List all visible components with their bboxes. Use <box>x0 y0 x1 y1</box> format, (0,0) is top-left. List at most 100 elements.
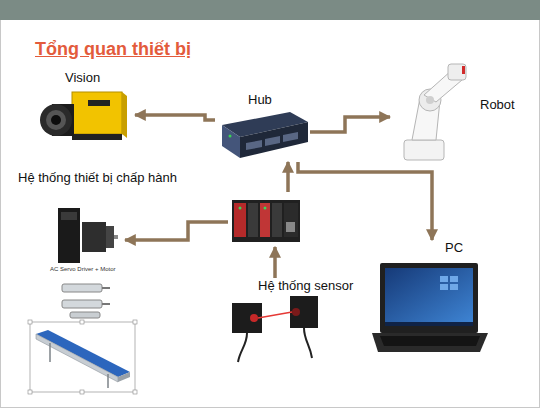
slide-frame-part <box>0 0 540 20</box>
node-label: Robot <box>480 97 515 113</box>
node-label: Hub <box>248 92 272 108</box>
servo-icon-part <box>106 226 114 248</box>
plc-icon-part <box>286 222 295 232</box>
conveyor-icon-part <box>80 320 84 324</box>
cylinder-icon-part <box>70 312 100 318</box>
sensor-icon-part <box>232 303 262 333</box>
conveyor-icon-part <box>49 343 51 362</box>
caption-label: AC Servo Driver + Motor <box>50 265 116 273</box>
sensor-icon-part <box>258 312 292 318</box>
conveyor-icon-part <box>28 320 32 324</box>
conveyor-icon-part <box>133 390 137 394</box>
laptop-icon-part <box>440 284 448 290</box>
plc-icon <box>232 200 300 242</box>
servo-icon <box>58 208 118 263</box>
cylinder-icon-part <box>62 300 102 308</box>
camera-icon-part <box>122 92 127 138</box>
robot-arm-icon-part <box>448 64 466 80</box>
conveyor-icon-part <box>36 330 130 377</box>
conveyor-icon-part <box>30 322 135 392</box>
plc-icon-part <box>248 203 258 237</box>
node-label: Vision <box>65 70 100 86</box>
conveyor-icon-part <box>133 320 137 324</box>
cylinder-icon-part <box>62 284 102 292</box>
hub-icon <box>222 112 308 158</box>
robot-arm-icon-part <box>462 66 465 74</box>
connector-arrow <box>286 162 290 192</box>
cylinder-icon <box>62 284 110 318</box>
plc-icon-part <box>284 203 298 237</box>
conveyor-icon-part <box>36 334 118 382</box>
laptop-icon-part <box>372 333 488 352</box>
node-label: Hệ thống thiết bị chấp hành <box>18 170 177 186</box>
conveyor-icon-part <box>107 374 109 388</box>
robot-node: Robot <box>390 62 530 162</box>
hub-icon-part <box>240 122 308 158</box>
plc-icon-part <box>260 203 270 237</box>
laptop-icon <box>372 263 488 352</box>
cylinder-icon-part <box>102 303 110 305</box>
sensor-node: Hệ thống sensor <box>225 278 335 365</box>
sensor-icon-part <box>238 333 247 362</box>
laptop-icon-part <box>450 284 458 290</box>
servo-icon-part <box>114 235 118 239</box>
connector-arrow <box>273 247 277 278</box>
servo-icon-part <box>82 222 106 252</box>
conveyor-icon-part <box>28 390 32 394</box>
servo-icon-part <box>58 208 80 263</box>
camera-icon-part <box>51 115 61 125</box>
sensor-icon-part <box>290 296 318 328</box>
laptop-icon-part <box>380 263 478 333</box>
camera-icon-part <box>88 100 110 106</box>
hub-icon-part <box>246 140 262 150</box>
robot-arm-icon-part <box>426 96 434 104</box>
plc-icon-part <box>232 200 300 242</box>
hub-icon-part <box>265 136 280 146</box>
laptop-icon-part <box>380 336 480 346</box>
plc-node <box>228 192 303 247</box>
connector-arrow <box>310 117 390 132</box>
slide-title: Tổng quan thiết bị <box>35 38 191 60</box>
hub-icon-part <box>222 125 240 158</box>
connector-arrow <box>298 162 432 240</box>
conveyor-icon-part <box>80 390 84 394</box>
plc-icon-part <box>239 207 242 210</box>
robot-arm-icon-part <box>404 140 444 160</box>
hub-icon-part <box>283 132 298 142</box>
laptop-icon-part <box>450 276 458 282</box>
connector-arrow <box>135 115 215 120</box>
plc-icon-part <box>264 207 267 210</box>
conveyor-icon-part <box>118 372 130 382</box>
camera-icon-part <box>46 110 66 130</box>
camera-icon <box>40 92 127 140</box>
actuator-node: Hệ thống thiết bị chấp hành <box>25 195 125 392</box>
node-label: PC <box>445 240 463 256</box>
connector-arrow <box>125 222 228 240</box>
node-label: Hệ thống sensor <box>258 278 353 294</box>
pc-node: PC <box>360 240 495 360</box>
vision-node: Vision <box>45 70 135 150</box>
sensor-icon-part <box>304 328 312 358</box>
laptop-icon-part <box>385 322 473 326</box>
hub-icon-part <box>229 135 232 138</box>
sensor-icon <box>232 296 318 362</box>
plc-icon-part <box>272 203 282 237</box>
sensor-icon-part <box>292 308 300 316</box>
servo-icon-part <box>61 212 77 220</box>
robot-arm-icon <box>404 64 466 160</box>
laptop-icon-part <box>440 276 448 282</box>
camera-icon-part <box>72 92 122 134</box>
hub-node: Hub <box>215 92 310 162</box>
sensor-icon-part <box>250 314 258 322</box>
laptop-icon-part <box>385 268 473 326</box>
plc-icon-part <box>234 203 246 237</box>
cylinder-icon-part <box>102 287 110 289</box>
camera-icon-part <box>72 134 122 140</box>
conveyor-icon <box>28 320 137 394</box>
camera-icon-part <box>40 104 72 136</box>
